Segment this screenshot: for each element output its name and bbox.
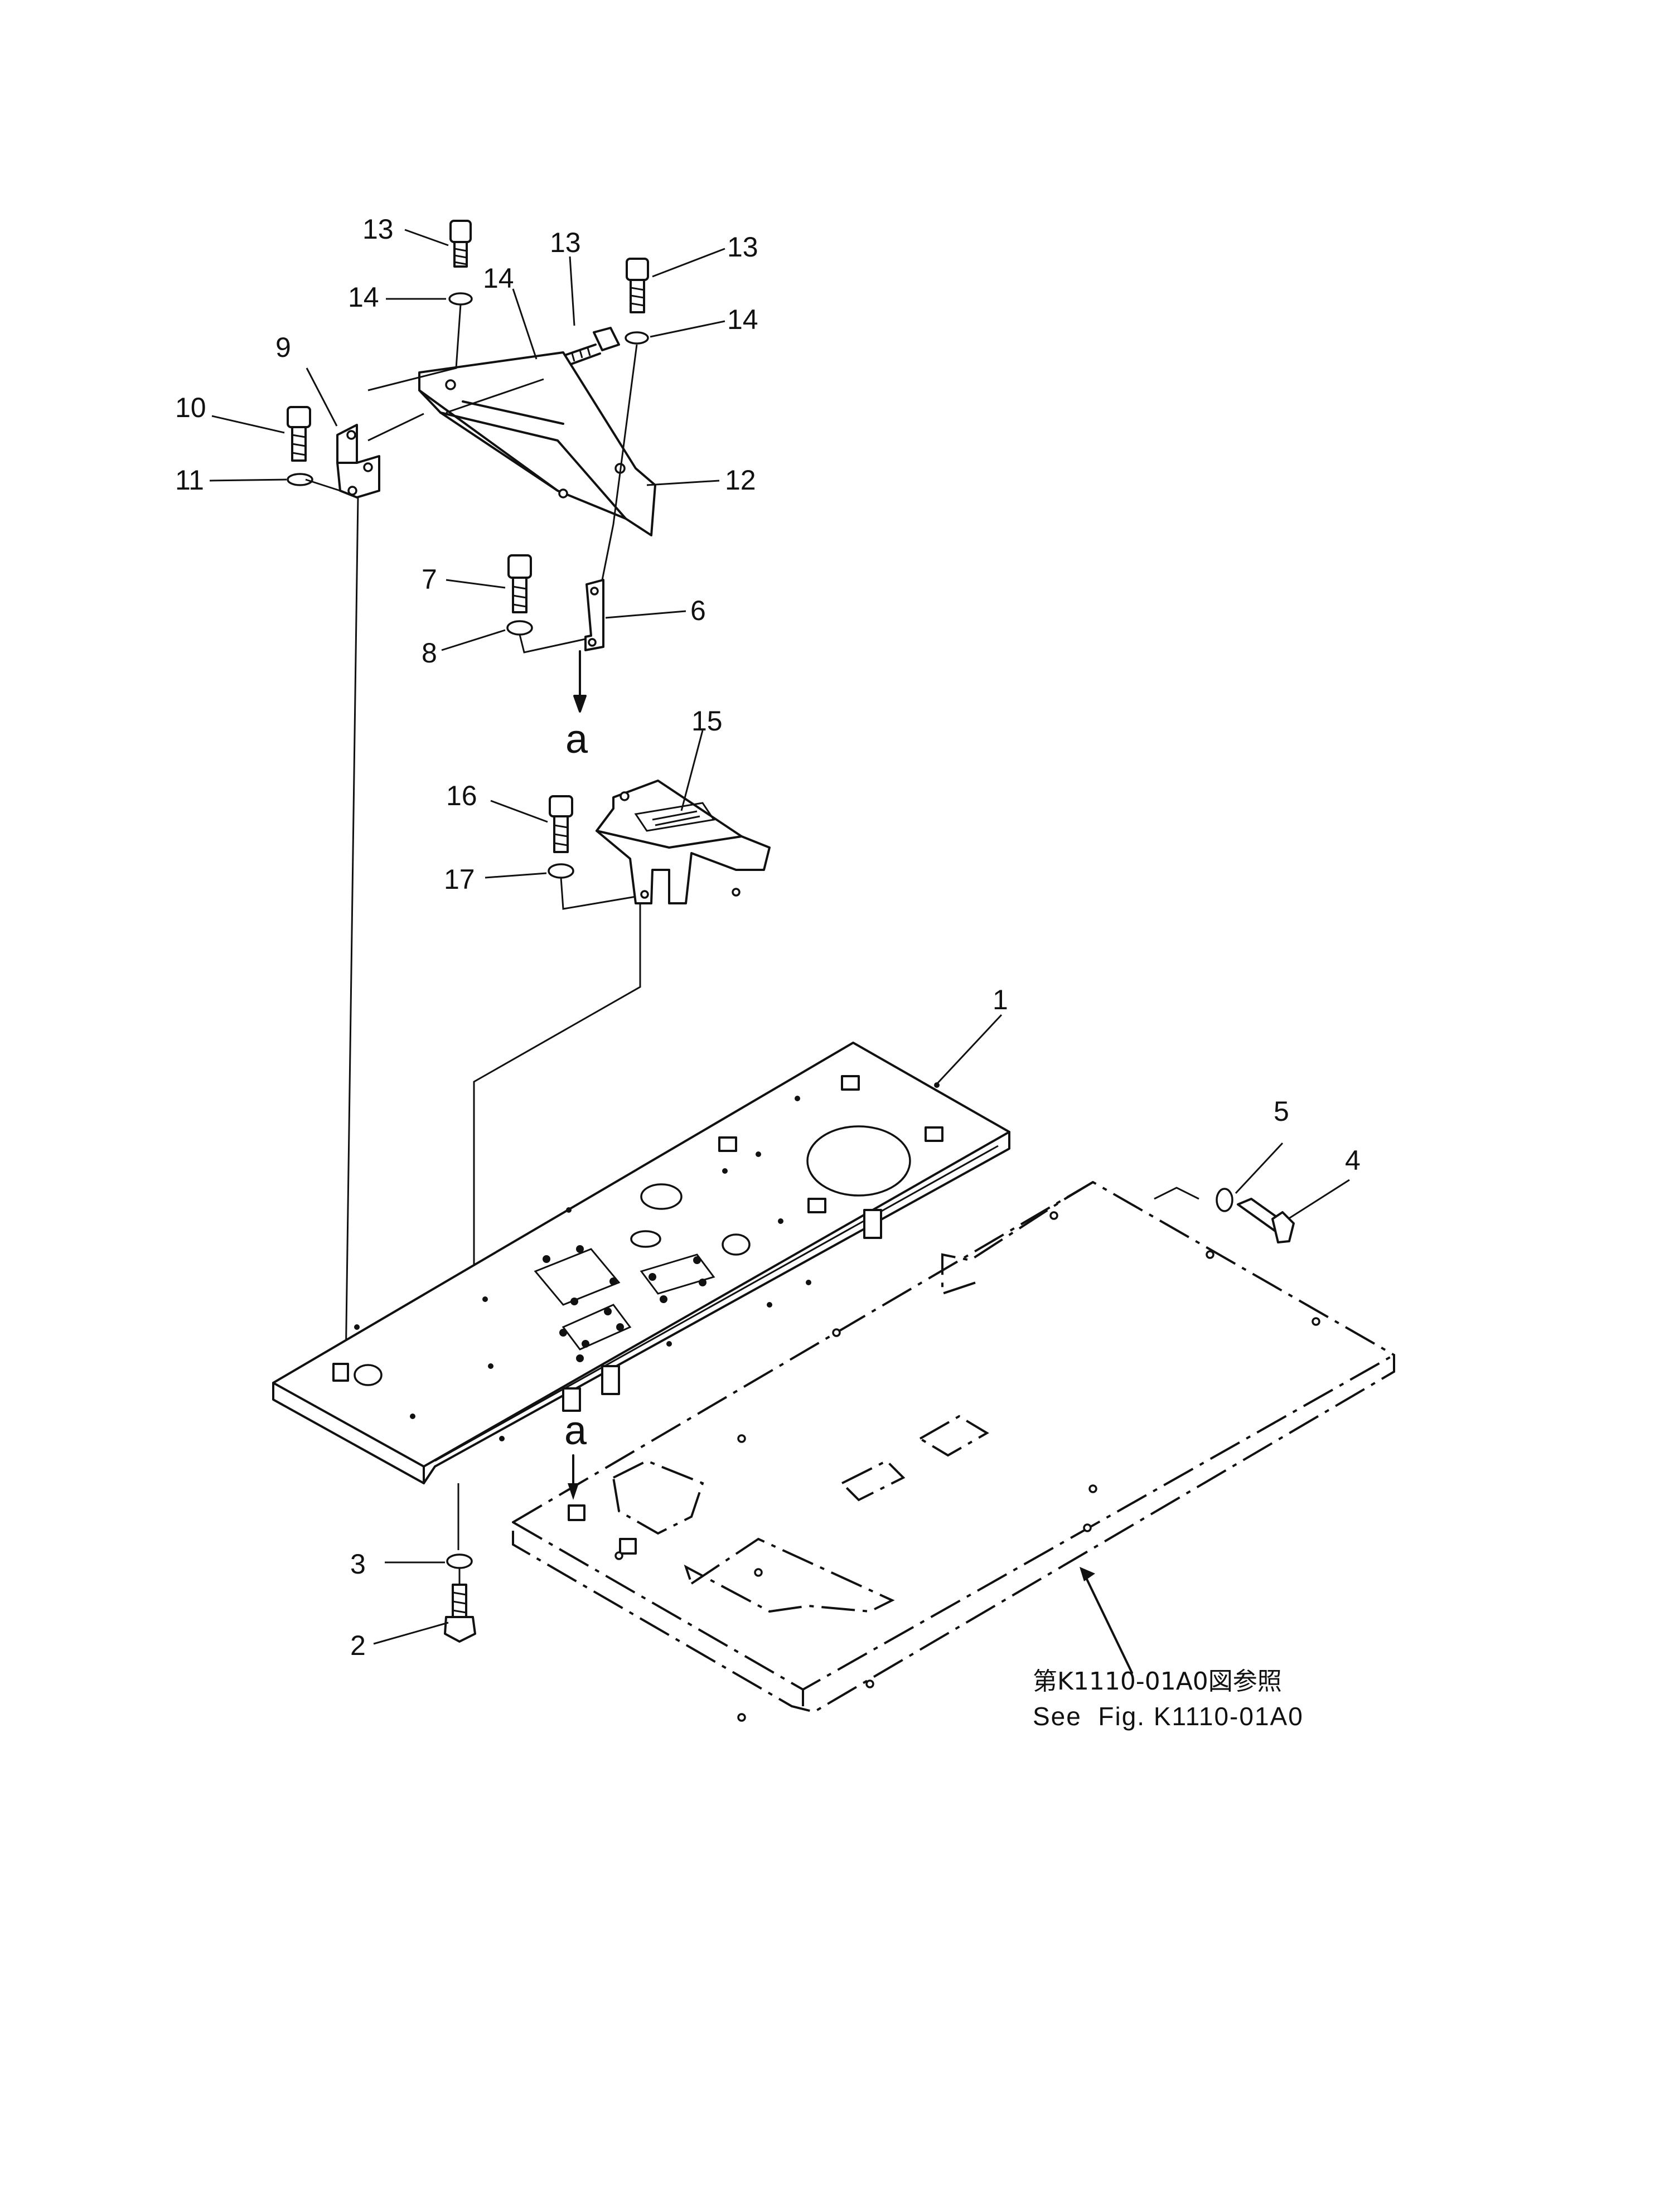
bolt-4	[1237, 1198, 1295, 1243]
washer-3	[446, 1553, 473, 1569]
reference-note-japanese: 第K1110-01A0図参照	[1033, 1667, 1282, 1696]
bolt-10	[287, 406, 311, 462]
callout-4: 4	[1345, 1145, 1361, 1176]
callout-15: 15	[691, 705, 723, 737]
bolt-13-left	[449, 220, 472, 268]
washer-5	[1216, 1188, 1233, 1212]
callout-2: 2	[350, 1630, 366, 1661]
bolt-16	[549, 795, 573, 853]
callout-1: 1	[993, 984, 1008, 1015]
assembly-line	[367, 304, 462, 442]
bolt-13-middle	[562, 327, 620, 367]
washer-17	[548, 863, 574, 879]
callout-17: 17	[444, 864, 475, 895]
floor-plate-1	[272, 1042, 1010, 1484]
callout-13-middle: 13	[550, 227, 581, 258]
cover-12	[418, 351, 656, 536]
bracket-6	[584, 579, 604, 651]
callout-16: 16	[446, 780, 477, 811]
callout-9: 9	[275, 332, 291, 363]
callout-8: 8	[422, 637, 437, 669]
assembly-line	[1154, 1187, 1199, 1200]
callout-3: 3	[350, 1548, 366, 1580]
leader-lines	[209, 229, 1350, 1674]
washer-8	[506, 620, 533, 636]
connection-mark-a-lower: a	[564, 1408, 587, 1453]
callout-14-right: 14	[727, 304, 758, 335]
reference-note-english: See Fig. K1110-01A0	[1033, 1702, 1304, 1731]
bolt-2	[444, 1584, 476, 1643]
bolt-7	[507, 554, 532, 613]
callout-14-left: 14	[348, 282, 379, 313]
assembly-line	[345, 497, 359, 1367]
washer-14-left	[448, 292, 473, 306]
callout-6: 6	[690, 595, 706, 626]
bracket-15	[596, 780, 771, 904]
callout-11: 11	[175, 464, 204, 496]
assembly-line	[305, 478, 341, 492]
connection-mark-a-upper: a	[565, 717, 588, 762]
callout-5: 5	[1274, 1096, 1289, 1127]
callout-10: 10	[175, 392, 206, 423]
callout-14-middle: 14	[483, 263, 514, 294]
bracket-9	[336, 424, 380, 498]
washer-11	[287, 473, 313, 486]
base-plate-reference	[512, 1180, 1395, 1722]
assembly-line	[473, 903, 641, 1400]
assembly-line	[446, 378, 544, 414]
arrowhead	[573, 695, 587, 713]
callout-7: 7	[422, 564, 437, 595]
callout-13-right: 13	[727, 231, 758, 263]
assembly-line	[519, 634, 586, 654]
callout-13-left: 13	[362, 214, 394, 245]
callout-12: 12	[725, 464, 756, 496]
washer-14-right	[625, 331, 649, 345]
assembly-line	[560, 877, 636, 910]
bolt-13-right	[626, 258, 649, 313]
assembly-line	[601, 344, 638, 580]
